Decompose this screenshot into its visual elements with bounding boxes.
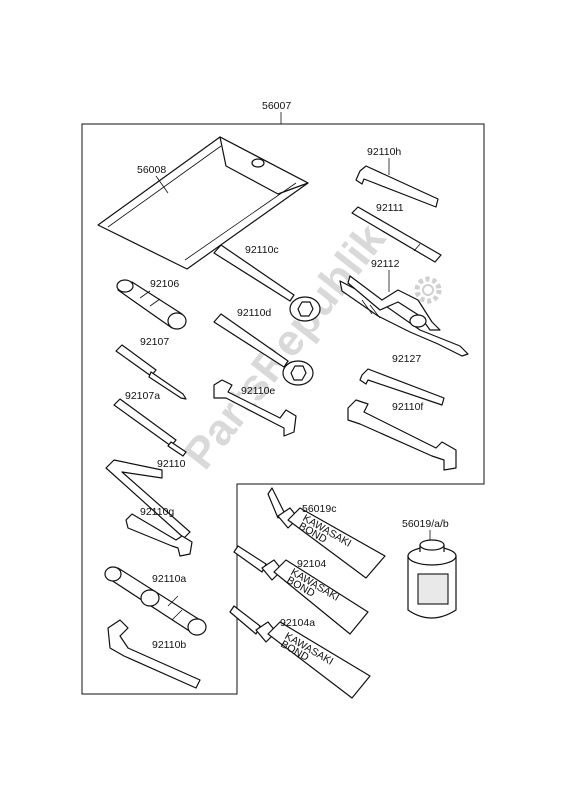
tool-bag-56008[interactable]: [97, 136, 309, 270]
label-92110d: 92110d: [237, 307, 271, 319]
label-56008: 56008: [137, 164, 166, 176]
label-92106: 92106: [150, 278, 179, 290]
handle-bar-92111[interactable]: [351, 206, 442, 263]
hex-key-92110[interactable]: [105, 459, 191, 539]
assembly-label: 56007: [262, 100, 291, 112]
hex-key-92110h[interactable]: [355, 165, 439, 208]
socket-92106[interactable]: [116, 279, 187, 330]
label-92110c: 92110c: [245, 244, 279, 256]
label-92104a: 92104a: [280, 617, 315, 629]
socket-wrench-92110a[interactable]: [104, 566, 207, 636]
label-92107: 92107: [140, 336, 169, 348]
open-wrench-92110e[interactable]: [213, 379, 297, 437]
label-92110b: 92110b: [152, 639, 186, 651]
label-92110g: 92110g: [140, 506, 174, 518]
label-92110e: 92110e: [241, 385, 275, 397]
label-56019c: 56019c: [302, 503, 336, 515]
open-wrench-92110f[interactable]: [347, 399, 457, 471]
box-wrench-92110c[interactable]: [213, 244, 321, 322]
watermark-gear-icon: [414, 276, 442, 304]
hook-spanner-92110b[interactable]: [107, 619, 201, 689]
box-wrench-92110d[interactable]: [213, 313, 314, 386]
label-92110h: 92110h: [367, 146, 401, 158]
open-wrench-92110g[interactable]: [125, 513, 193, 557]
screwdriver-92107a[interactable]: [113, 398, 187, 457]
label-92111: 92111: [376, 202, 404, 214]
label-92110f: 92110f: [392, 401, 423, 413]
label-92112: 92112: [371, 258, 400, 270]
label-92110: 92110: [157, 458, 186, 470]
label-92107a: 92107a: [125, 390, 160, 402]
label-56019ab: 56019/a/b: [402, 518, 449, 530]
label-92127: 92127: [392, 353, 421, 365]
label-92110a: 92110a: [152, 573, 186, 585]
label-92104: 92104: [297, 558, 326, 570]
hex-key-92127[interactable]: [359, 368, 445, 406]
leader-56008: [155, 175, 169, 194]
pliers-92112[interactable]: [339, 275, 469, 357]
screwdriver-92107[interactable]: [115, 344, 187, 400]
assembly-outline: [81, 123, 485, 695]
bond-can-56019ab[interactable]: [407, 539, 457, 619]
